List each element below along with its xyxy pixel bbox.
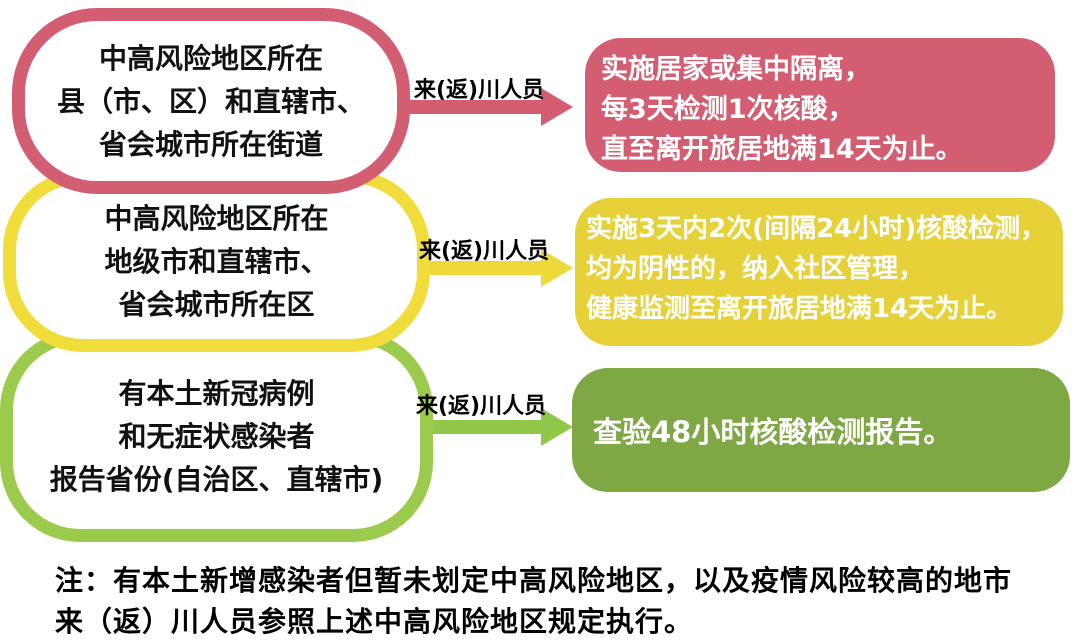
result-text-line: 每3天检测1次核酸， — [601, 94, 855, 125]
condition-text-line: 县（市、区）和直辖市、 — [56, 84, 365, 118]
condition-text-line: 省会城市所在街道 — [98, 127, 323, 161]
condition-text-line: 中高风险地区所在 — [104, 201, 329, 235]
arrow-3-shaft — [430, 420, 543, 434]
result-text-line: 直至离开旅居地满14天为止。 — [601, 134, 963, 165]
arrow-1-label: 来(返)川人员 — [414, 78, 545, 103]
condition-box-high-risk-county: 中高风险地区所在 县（市、区）和直辖市、 省会城市所在街道 — [12, 8, 410, 194]
result-text-line: 实施居家或集中隔离， — [601, 54, 871, 85]
condition-text-line: 地级市和直辖市、 — [104, 244, 329, 278]
arrow-3-head-icon — [541, 408, 573, 446]
result-text-line: 均为阴性的，纳入社区管理， — [586, 254, 925, 284]
result-text-line: 实施3天内2次(间隔24小时)核酸检测， — [586, 214, 1047, 244]
arrow-3-label: 来(返)川人员 — [416, 394, 547, 419]
note-text-line: 来（返）川人员参照上述中高风险地区规定执行。 — [55, 605, 694, 638]
condition-box-high-risk-city: 中高风险地区所在 地级市和直辖市、 省会城市所在区 — [3, 170, 430, 352]
result-text-line: 查验48小时核酸检测报告。 — [593, 415, 953, 449]
condition-text-line: 和无症状感染者 — [118, 419, 315, 453]
arrow-2-shaft — [428, 261, 543, 275]
note-text-line: 注：有本土新增感染者但暂未划定中高风险地区，以及疫情风险较高的地市 — [55, 564, 1013, 597]
result-text-line: 健康监测至离开旅居地满14天为止。 — [586, 294, 1013, 324]
result-box-home-quarantine: 实施居家或集中隔离， 每3天检测1次核酸， 直至离开旅居地满14天为止。 — [585, 38, 1055, 172]
arrow-2-label: 来(返)川人员 — [419, 239, 550, 264]
condition-box-local-case-province: 有本土新冠病例 和无症状感染者 报告省份(自治区、直辖市) — [0, 330, 433, 542]
result-box-48h-report: 查验48小时核酸检测报告。 — [572, 368, 1070, 492]
arrow-1-shaft — [408, 100, 543, 114]
arrow-2-head-icon — [541, 249, 573, 287]
arrow-1-head-icon — [541, 88, 573, 126]
condition-text-line: 有本土新冠病例 — [118, 376, 315, 410]
condition-text-line: 中高风险地区所在 — [98, 41, 323, 75]
result-box-two-tests: 实施3天内2次(间隔24小时)核酸检测， 均为阴性的，纳入社区管理， 健康监测至… — [575, 198, 1063, 346]
note-text: 注：有本土新增感染者但暂未划定中高风险地区，以及疫情风险较高的地市 来（返）川人… — [55, 560, 1012, 642]
condition-text-line: 省会城市所在区 — [118, 287, 315, 321]
condition-text-line: 报告省份(自治区、直辖市) — [49, 462, 384, 496]
